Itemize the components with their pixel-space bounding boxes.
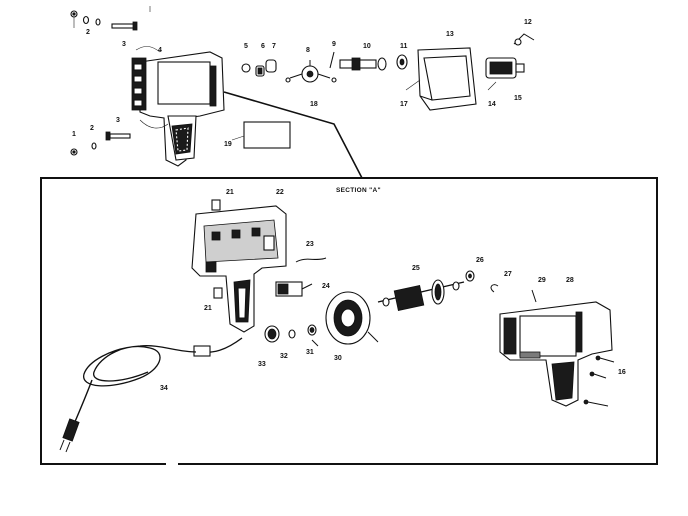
callout-3-bottom: 3 [116,117,120,124]
power-cord-part-34 [59,337,243,453]
callout-3-top: 3 [122,41,126,48]
callout-13: 13 [446,31,454,38]
washer-part-32 [288,329,296,339]
callout-9: 9 [332,41,336,48]
parts-5-6-7 [241,59,277,77]
callout-17: 17 [400,101,408,108]
bearing-part-26 [465,270,475,282]
clip-part-27 [490,284,499,293]
leader-line [139,119,169,129]
leader-line [487,81,497,91]
callout-6: 6 [261,43,265,50]
washer-part-2-bottom [91,142,97,150]
spring-part-23 [295,257,327,263]
screw-part-3-bottom [105,131,131,141]
callout-29: 29 [538,277,546,284]
armature-part-25 [377,279,465,311]
callout-24: 24 [322,283,330,290]
callout-23: 23 [306,241,314,248]
callout-34: 34 [160,385,168,392]
bearing-part-11 [396,54,408,70]
callout-16: 16 [618,369,626,376]
callout-21-top: 21 [226,189,234,196]
gear-case-part-13 [417,47,477,111]
screw-part-1-bottom [70,148,78,156]
section-pointer-line [223,91,363,179]
chuck-key-part-12 [513,33,535,46]
callout-18: 18 [310,101,318,108]
spindle-part-10 [339,57,387,71]
leader-line [135,46,161,53]
callout-12: 12 [524,19,532,26]
callout-30: 30 [334,355,342,362]
screws-part-16 [583,355,615,407]
callout-21-bottom: 21 [204,305,212,312]
callout-25: 25 [412,265,420,272]
screw-part-3-top [111,21,138,31]
leader-line [405,79,421,91]
callout-2-bottom: 2 [90,125,94,132]
callout-5: 5 [244,43,248,50]
callout-1-bottom: 1 [72,131,76,138]
chuck-part-15 [485,57,525,79]
housing-half-part-28 [499,301,613,407]
callout-10: 10 [363,43,371,50]
callout-4: 4 [158,47,162,54]
switch-part-24 [275,281,313,297]
frame-gap [166,458,178,466]
field-part-30 [325,291,379,345]
callout-31: 31 [306,349,314,356]
callout-11: 11 [400,43,408,50]
section-a-frame [40,177,658,465]
screw-part-1-top [70,10,78,28]
callout-19: 19 [224,141,232,148]
callout-22: 22 [276,189,284,196]
nameplate-part-19 [231,121,291,149]
drill-housing-top [131,51,225,167]
section-title: SECTION "A" [336,187,381,194]
callout-33: 33 [258,361,266,368]
washer-part-2-top [82,15,101,26]
callout-15: 15 [514,95,522,102]
callout-7: 7 [272,43,276,50]
callout-8: 8 [306,47,310,54]
brush-part-21-top [211,199,221,211]
nut-part-31 [307,324,319,347]
screw-part-29 [531,289,537,303]
strain-relief-part-33 [264,325,280,343]
callout-32: 32 [280,353,288,360]
callout-26: 26 [476,257,484,264]
callout-27: 27 [504,271,512,278]
callout-2-top: 2 [86,29,90,36]
callout-labels: 2 3 4 5 6 7 8 9 10 11 12 13 14 15 17 18 … [72,19,626,392]
callout-14: 14 [488,101,496,108]
pin-part-9 [329,51,335,69]
callout-28: 28 [566,277,574,284]
switch-part-8 [285,60,337,83]
brush-part-21-bottom [213,287,223,299]
housing-half-part-22 [191,205,287,333]
